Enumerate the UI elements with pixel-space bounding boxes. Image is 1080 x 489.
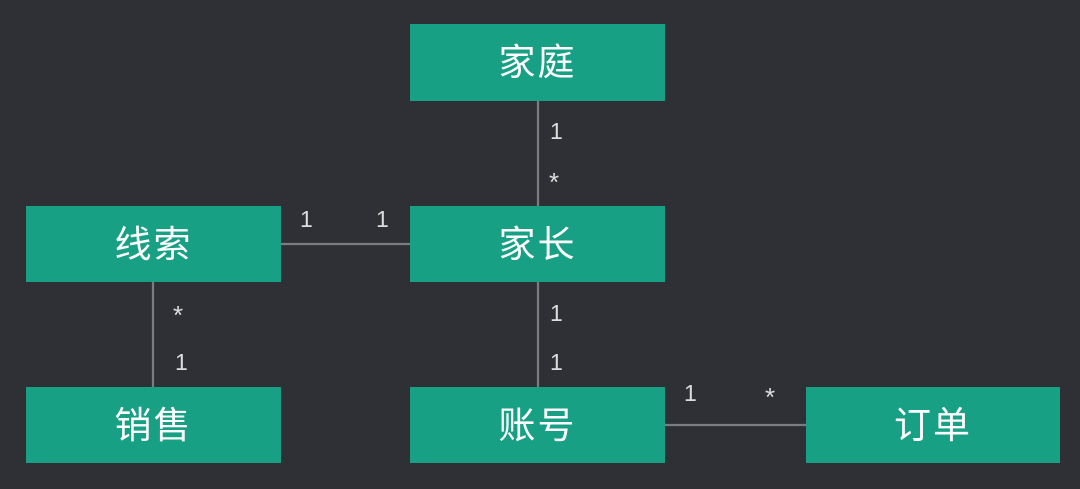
cardinality-lead-parent-to: 1 [376,206,389,232]
entity-label-parent: 家长 [498,223,577,265]
entity-node-sales[interactable]: 销售 [26,387,281,463]
entity-node-order[interactable]: 订单 [806,387,1060,463]
cardinality-lead-sales-from: * [173,300,184,330]
cardinality-parent-account-from: 1 [550,300,563,326]
entity-node-account[interactable]: 账号 [410,387,665,463]
cardinality-parent-account-to: 1 [550,349,563,375]
cardinality-account-order-from: 1 [684,380,697,406]
cardinality-lead-sales-to: 1 [175,349,188,375]
entity-label-lead: 线索 [114,223,193,265]
cardinality-account-order-to: * [765,382,776,412]
cardinality-lead-parent-from: 1 [300,206,313,232]
entity-label-order: 订单 [894,404,972,446]
entity-node-lead[interactable]: 线索 [26,206,281,282]
entity-label-sales: 销售 [114,404,193,446]
entity-label-account: 账号 [498,404,577,446]
cardinality-family-parent-from: 1 [550,118,563,144]
entity-label-family: 家庭 [498,42,577,83]
entity-node-parent[interactable]: 家长 [410,206,665,282]
entity-node-family[interactable]: 家庭 [410,24,665,101]
cardinality-family-parent-to: * [549,167,560,197]
